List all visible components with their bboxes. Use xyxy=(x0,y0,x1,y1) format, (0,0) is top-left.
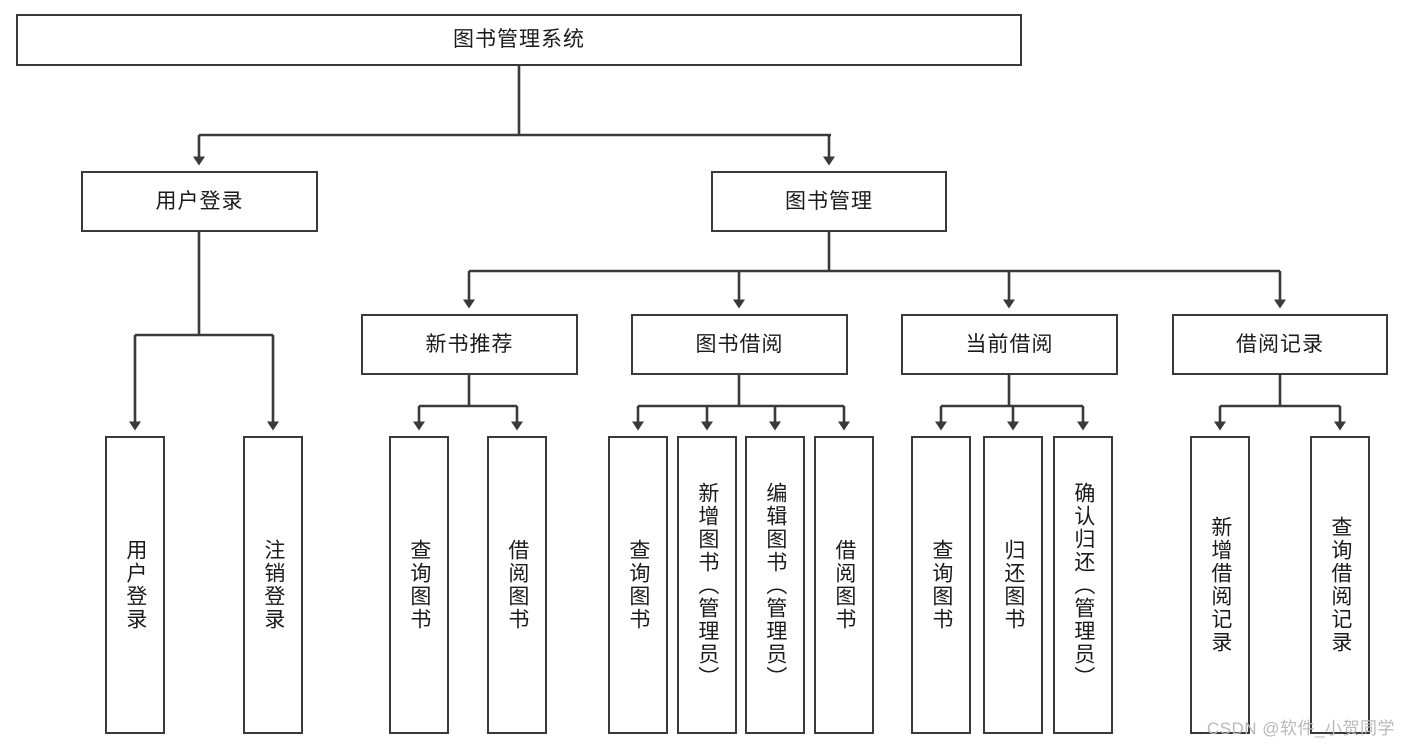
node-book-manage[interactable]: 图书管理 xyxy=(711,171,947,232)
node-leaf-user-login[interactable]: 用户登录 xyxy=(105,436,165,734)
node-leaf-rec-search[interactable]: 查询借阅记录 xyxy=(1310,436,1370,734)
node-new-book-rec-label: 新书推荐 xyxy=(425,332,514,356)
node-user-login-label: 用户登录 xyxy=(155,189,244,213)
node-leaf-rec-add[interactable]: 新增借阅记录 xyxy=(1190,436,1250,734)
node-borrow-record[interactable]: 借阅记录 xyxy=(1172,314,1388,375)
node-leaf-cur-confirm-label: 确认归还（管理员） xyxy=(1071,481,1095,689)
node-leaf-rec-query[interactable]: 查询图书 xyxy=(389,436,449,734)
node-leaf-borrow-edit-label: 编辑图书（管理员） xyxy=(763,481,787,689)
node-leaf-borrow-add[interactable]: 新增图书（管理员） xyxy=(677,436,737,734)
node-borrow-record-label: 借阅记录 xyxy=(1236,332,1324,356)
node-leaf-rec-borrow[interactable]: 借阅图书 xyxy=(487,436,547,734)
node-leaf-cur-return[interactable]: 归还图书 xyxy=(983,436,1043,734)
node-leaf-cur-query-label: 查询图书 xyxy=(929,539,953,631)
node-leaf-user-logout-label: 注销登录 xyxy=(261,539,285,631)
node-leaf-rec-query-label: 查询图书 xyxy=(407,539,431,631)
node-root-label: 图书管理系统 xyxy=(453,28,585,52)
node-new-book-rec[interactable]: 新书推荐 xyxy=(361,314,578,375)
node-leaf-borrow-query-label: 查询图书 xyxy=(626,539,650,631)
node-leaf-borrow-add-label: 新增图书（管理员） xyxy=(695,481,719,689)
watermark-text: CSDN @软件_小贺同学 xyxy=(1206,719,1395,738)
node-leaf-borrow-lend-label: 借阅图书 xyxy=(832,539,856,631)
node-leaf-user-login-label: 用户登录 xyxy=(123,539,147,631)
node-leaf-user-logout[interactable]: 注销登录 xyxy=(243,436,303,734)
node-book-manage-label: 图书管理 xyxy=(785,189,873,213)
node-leaf-rec-add-label: 新增借阅记录 xyxy=(1208,516,1232,654)
node-root[interactable]: 图书管理系统 xyxy=(16,14,1022,66)
node-leaf-cur-query[interactable]: 查询图书 xyxy=(911,436,971,734)
node-leaf-borrow-edit[interactable]: 编辑图书（管理员） xyxy=(745,436,805,734)
node-current-borrow-label: 当前借阅 xyxy=(965,332,1054,356)
node-user-login[interactable]: 用户登录 xyxy=(81,171,318,232)
node-leaf-cur-confirm[interactable]: 确认归还（管理员） xyxy=(1053,436,1113,734)
node-current-borrow[interactable]: 当前借阅 xyxy=(901,314,1118,375)
node-leaf-rec-borrow-label: 借阅图书 xyxy=(505,539,529,631)
node-leaf-cur-return-label: 归还图书 xyxy=(1001,539,1025,631)
node-book-borrow[interactable]: 图书借阅 xyxy=(631,314,848,375)
node-leaf-borrow-lend[interactable]: 借阅图书 xyxy=(814,436,874,734)
node-book-borrow-label: 图书借阅 xyxy=(695,332,784,356)
node-leaf-rec-search-label: 查询借阅记录 xyxy=(1328,516,1352,654)
node-leaf-borrow-query[interactable]: 查询图书 xyxy=(608,436,668,734)
